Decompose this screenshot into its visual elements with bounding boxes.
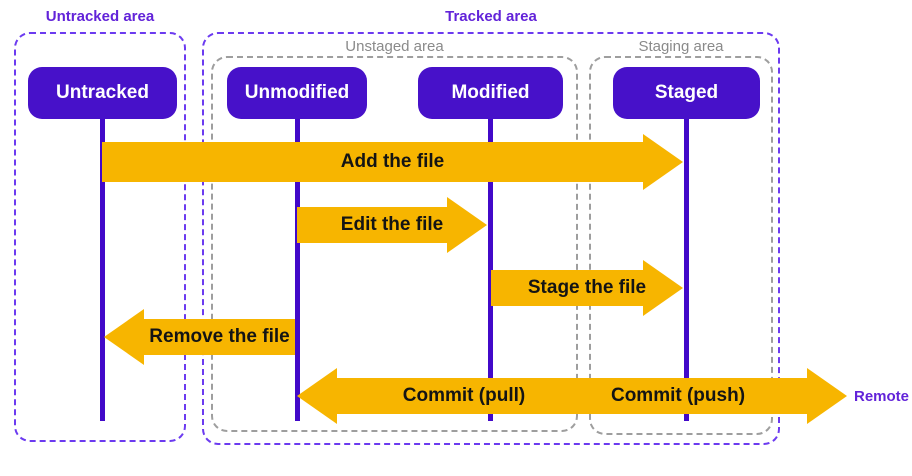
stage-file-arrow-label: Stage the file bbox=[527, 277, 647, 298]
remove-file-arrow: Remove the file bbox=[104, 309, 295, 365]
arrow-shaft bbox=[102, 142, 643, 182]
state-box-unmodified: Unmodified bbox=[227, 67, 367, 119]
tracked-area-box bbox=[202, 32, 780, 445]
untracked-area-label: Untracked area bbox=[45, 8, 155, 25]
arrow-head-right-icon bbox=[643, 260, 683, 316]
state-box-untracked: Untracked bbox=[28, 67, 177, 119]
arrow-head-left-icon bbox=[297, 368, 337, 424]
remote-label: Remote bbox=[854, 388, 910, 405]
unmodified-lifeline bbox=[295, 118, 300, 421]
tracked-area-label: Tracked area bbox=[445, 8, 537, 25]
commit-push-label: Commit (push) bbox=[610, 385, 746, 406]
arrow-head-right-icon bbox=[643, 134, 683, 190]
unstaged-area-box bbox=[211, 56, 578, 432]
staged-lifeline bbox=[684, 118, 689, 421]
add-file-arrow-label: Add the file bbox=[340, 151, 445, 172]
arrow-head-right-icon bbox=[447, 197, 487, 253]
state-box-modified: Modified bbox=[418, 67, 563, 119]
modified-lifeline bbox=[488, 118, 493, 421]
arrow-shaft bbox=[297, 207, 447, 243]
unstaged-area-label: Unstaged area bbox=[345, 38, 444, 55]
arrow-shaft bbox=[144, 319, 295, 355]
commit-arrow: Commit (pull) Commit (push) bbox=[297, 368, 847, 424]
arrow-head-right-icon bbox=[807, 368, 847, 424]
edit-file-arrow-label: Edit the file bbox=[340, 214, 444, 235]
arrow-head-left-icon bbox=[104, 309, 144, 365]
commit-pull-label: Commit (pull) bbox=[402, 385, 526, 406]
staging-area-label: Staging area bbox=[638, 38, 724, 55]
untracked-area-box bbox=[14, 32, 186, 442]
arrow-shaft bbox=[337, 378, 807, 414]
staging-area-box bbox=[589, 56, 773, 435]
arrow-shaft bbox=[491, 270, 643, 306]
edit-file-arrow: Edit the file bbox=[297, 197, 487, 253]
state-box-staged: Staged bbox=[613, 67, 760, 119]
add-file-arrow: Add the file bbox=[102, 134, 683, 190]
stage-file-arrow: Stage the file bbox=[491, 260, 683, 316]
untracked-lifeline bbox=[100, 118, 105, 421]
remove-file-arrow-label: Remove the file bbox=[149, 326, 290, 347]
